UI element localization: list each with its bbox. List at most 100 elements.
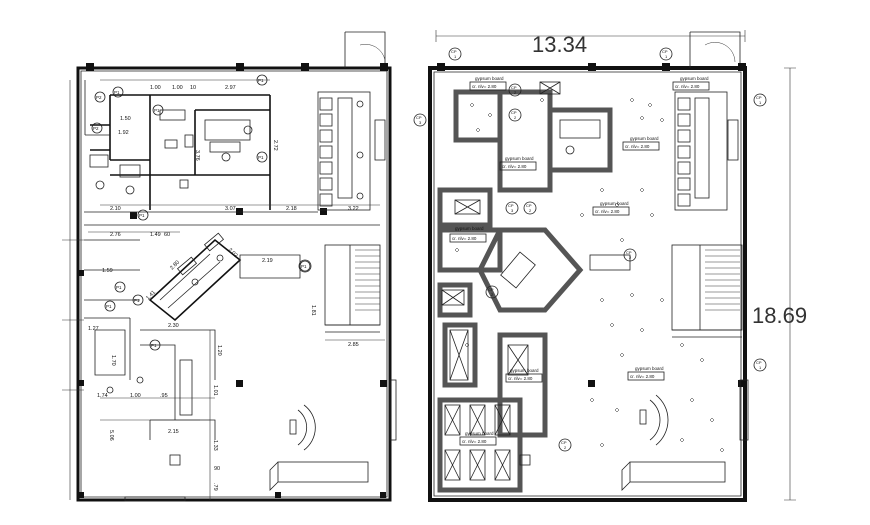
left-outer-wall	[76, 66, 392, 502]
left-floor-plan	[62, 31, 397, 502]
svg-text:1.92: 1.92	[118, 130, 129, 136]
svg-text:P1: P1	[258, 78, 264, 83]
svg-text:CP: CP	[626, 250, 632, 255]
overall-height-label: 18.69	[752, 303, 807, 328]
left-dimension-labels: 1.00 1.00 10 2.97 1.50 1.92 3.76 2.72 2.…	[88, 85, 359, 491]
svg-text:1.81: 1.81	[310, 305, 316, 316]
svg-text:gypsum board: gypsum board	[680, 76, 709, 81]
svg-text:P1: P1	[116, 285, 122, 290]
svg-text:cr. nlv= 2.80: cr. nlv= 2.80	[462, 439, 487, 444]
svg-text:P1: P1	[151, 343, 157, 348]
stair-right	[671, 244, 743, 338]
svg-text:1.70: 1.70	[110, 355, 116, 366]
svg-text:2: 2	[629, 255, 632, 260]
svg-text:3.22: 3.22	[348, 206, 359, 212]
svg-text:P1: P1	[139, 213, 145, 218]
svg-text:60: 60	[164, 232, 170, 238]
svg-text:gypsum board: gypsum board	[505, 156, 534, 161]
overall-width-label: 13.34	[532, 32, 587, 57]
right-ceiling-plan	[428, 30, 796, 502]
svg-text:1.41: 1.41	[145, 290, 157, 302]
svg-text:P2: P2	[96, 95, 102, 100]
svg-text:CP: CP	[756, 360, 762, 365]
svg-text:2: 2	[529, 208, 532, 213]
svg-text:cr. nlv= 2.80: cr. nlv= 2.80	[675, 84, 700, 89]
svg-text:1: 1	[759, 365, 762, 370]
svg-text:CP: CP	[416, 115, 422, 120]
svg-text:gypsum board: gypsum board	[475, 76, 504, 81]
svg-text:2.30: 2.30	[168, 323, 179, 329]
svg-text:1.59: 1.59	[102, 268, 113, 274]
svg-text:CP: CP	[451, 49, 457, 54]
svg-text:cr. nlv= 2.80: cr. nlv= 2.80	[508, 376, 533, 381]
svg-text:CP: CP	[508, 203, 514, 208]
svg-text:3: 3	[419, 120, 422, 125]
svg-text:90: 90	[214, 466, 220, 472]
svg-text:2.15: 2.15	[168, 429, 179, 435]
svg-text:2.10: 2.10	[110, 206, 121, 212]
svg-text:2.18: 2.18	[286, 206, 297, 212]
svg-text:cr. nlv= 2.80: cr. nlv= 2.80	[472, 84, 497, 89]
height-dim-line	[784, 67, 796, 501]
svg-text:CP: CP	[511, 85, 517, 90]
svg-text:2.85: 2.85	[348, 342, 359, 348]
svg-text:1.27: 1.27	[88, 326, 99, 332]
svg-text:gypsum board: gypsum board	[630, 136, 659, 141]
svg-text:gypsum board: gypsum board	[510, 368, 539, 373]
svg-text:cr. nlv= 2.80: cr. nlv= 2.80	[595, 209, 620, 214]
svg-text:CP: CP	[488, 287, 494, 292]
svg-text:1.00: 1.00	[172, 85, 183, 91]
svg-text:2: 2	[491, 292, 494, 297]
reception-left	[124, 379, 397, 502]
svg-text:.95: .95	[160, 393, 168, 399]
svg-text:P1: P1	[154, 108, 160, 113]
svg-text:1: 1	[454, 54, 457, 59]
section-tags: CP1 CP1 CP3 CP1 CP2 CP2 CP3 CP2 CP2 CP2 …	[413, 47, 767, 452]
svg-text:3: 3	[511, 208, 514, 213]
svg-text:1.00: 1.00	[150, 85, 161, 91]
svg-text:1.50: 1.50	[120, 116, 131, 122]
svg-text:2: 2	[514, 115, 517, 120]
width-dim-line	[435, 30, 746, 42]
svg-text:gypsum board: gypsum board	[600, 201, 629, 206]
svg-text:2.72: 2.72	[272, 140, 278, 151]
svg-text:CP: CP	[526, 203, 532, 208]
door-tags: P1 P2 P1 P2 P1 P1 P1 P1 P1 P1 P1 P1	[91, 74, 311, 351]
svg-text:1.74: 1.74	[97, 393, 108, 399]
svg-text:2.19: 2.19	[262, 258, 273, 264]
svg-text:1.01: 1.01	[212, 385, 218, 396]
svg-text:P1: P1	[258, 155, 264, 160]
workstation-row	[319, 97, 386, 207]
svg-text:10: 10	[190, 85, 196, 91]
svg-text:gypsum board: gypsum board	[465, 431, 494, 436]
right-outer-wall	[428, 66, 747, 502]
svg-text:CP: CP	[561, 440, 567, 445]
svg-text:1.00: 1.00	[130, 393, 141, 399]
svg-text:cr. nlv= 2.80: cr. nlv= 2.80	[630, 374, 655, 379]
svg-text:.79: .79	[212, 483, 218, 491]
svg-text:1: 1	[759, 100, 762, 105]
svg-text:1.20: 1.20	[216, 345, 222, 356]
entry-door	[344, 31, 386, 68]
svg-text:5.06: 5.06	[108, 430, 114, 441]
svg-text:2.76: 2.76	[110, 232, 121, 238]
svg-text:2: 2	[514, 90, 517, 95]
svg-text:P1: P1	[134, 298, 140, 303]
svg-text:1: 1	[665, 54, 668, 59]
svg-text:gypsum board: gypsum board	[455, 226, 484, 231]
svg-text:1.49: 1.49	[150, 232, 161, 238]
svg-text:2.02: 2.02	[227, 247, 239, 259]
svg-text:cr. nlv= 2.80: cr. nlv= 2.80	[502, 164, 527, 169]
svg-text:1.33: 1.33	[212, 440, 218, 451]
svg-text:P2: P2	[93, 126, 99, 131]
svg-text:CP: CP	[511, 110, 517, 115]
svg-text:CP: CP	[756, 95, 762, 100]
svg-text:3.76: 3.76	[194, 150, 200, 161]
stair-left	[324, 244, 381, 333]
svg-text:P1: P1	[114, 90, 120, 95]
svg-text:3.07: 3.07	[225, 206, 236, 212]
svg-text:CP: CP	[662, 49, 668, 54]
svg-text:2: 2	[564, 445, 567, 450]
